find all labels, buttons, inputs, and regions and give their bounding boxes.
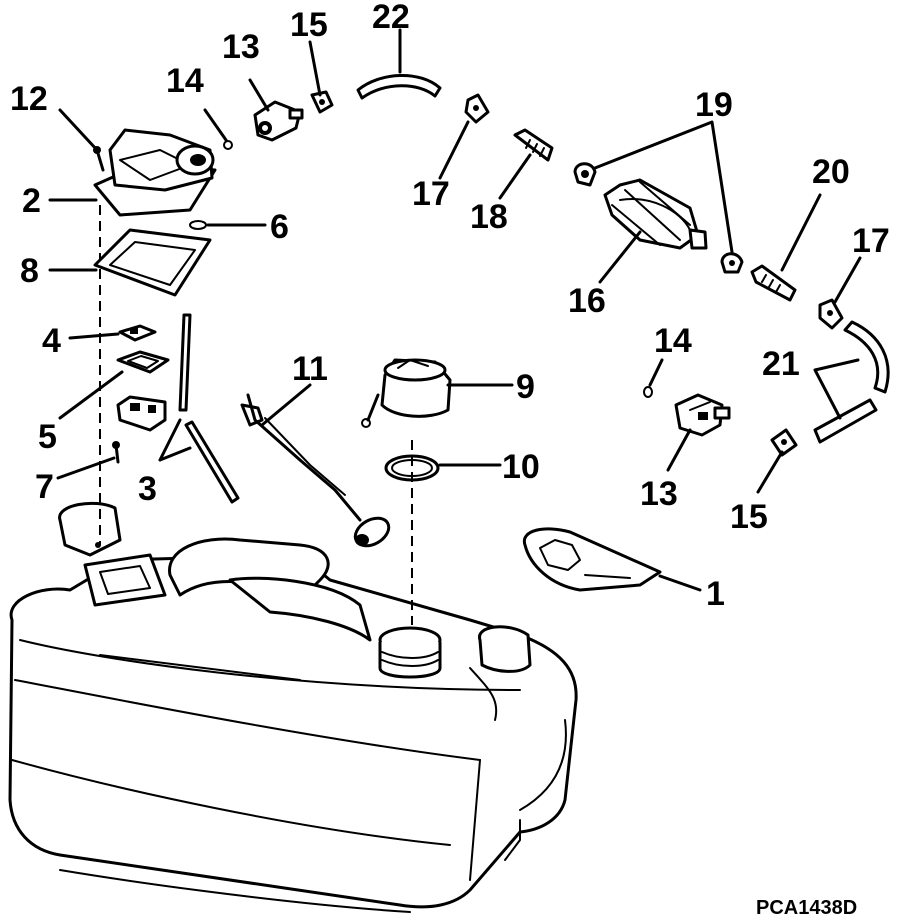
part-13-connector-right (674, 393, 731, 437)
part-2-pickup-unit (93, 128, 217, 217)
callout-17-right: 17 (852, 222, 890, 260)
part-7-screw (112, 441, 120, 464)
part-19-clamp-right (720, 252, 744, 274)
part-1-decal (522, 527, 662, 592)
part-10-gasket-ring (384, 454, 440, 482)
callout-22: 22 (372, 0, 410, 36)
callout-5: 5 (38, 418, 57, 456)
callout-15-right: 15 (730, 498, 768, 536)
callout-21: 21 (762, 345, 800, 383)
part-clamp-block (116, 395, 167, 432)
callout-17: 17 (412, 175, 450, 213)
part-3-hoses (178, 313, 240, 504)
figure-code: PCA1438D (756, 897, 857, 919)
part-14-o-ring (223, 140, 233, 150)
callout-11: 11 (292, 350, 328, 388)
part-17-clamp-top (464, 93, 490, 124)
callout-3: 3 (138, 470, 157, 508)
part-6-o-ring (189, 220, 207, 230)
part-8-gasket (93, 228, 212, 297)
callout-2: 2 (22, 182, 41, 220)
callout-6: 6 (270, 208, 289, 246)
part-14-o-ring-right (643, 386, 653, 398)
part-17-clamp-right (818, 298, 844, 330)
part-16-primer-bulb (603, 178, 708, 250)
callout-1: 1 (706, 575, 725, 613)
callout-13: 13 (222, 28, 260, 66)
part-15-clamp-top (310, 90, 334, 114)
callout-14-right: 14 (654, 322, 692, 360)
callout-20: 20 (812, 153, 850, 191)
part-5-plate (116, 350, 170, 374)
fuel-tank (8, 501, 578, 913)
part-21-hoses (813, 320, 890, 444)
callout-9: 9 (516, 368, 535, 406)
callout-16: 16 (568, 282, 606, 320)
part-13-connector-top (253, 100, 304, 142)
part-4-spacer (118, 324, 157, 342)
callout-12: 12 (10, 80, 48, 118)
part-19-clamp-left (573, 162, 597, 187)
callout-7: 7 (35, 468, 54, 506)
part-18-fitting (513, 128, 554, 162)
callout-18: 18 (470, 198, 508, 236)
callout-14: 14 (166, 62, 204, 100)
callout-8: 8 (20, 252, 39, 290)
callout-19: 19 (695, 86, 733, 124)
part-15-clamp-right (770, 428, 798, 457)
callout-4: 4 (42, 322, 61, 360)
leader-lines (48, 28, 862, 592)
callout-13-right: 13 (640, 475, 678, 513)
callout-10: 10 (502, 448, 540, 486)
part-22-hose (356, 74, 442, 100)
callout-labels: 12 2 14 13 15 22 6 8 4 5 7 3 11 9 10 17 … (10, 0, 890, 613)
part-9-fuel-cap (361, 358, 452, 428)
callout-15: 15 (290, 6, 328, 44)
part-20-fitting (750, 264, 797, 302)
part-11-float-arm (240, 393, 391, 548)
